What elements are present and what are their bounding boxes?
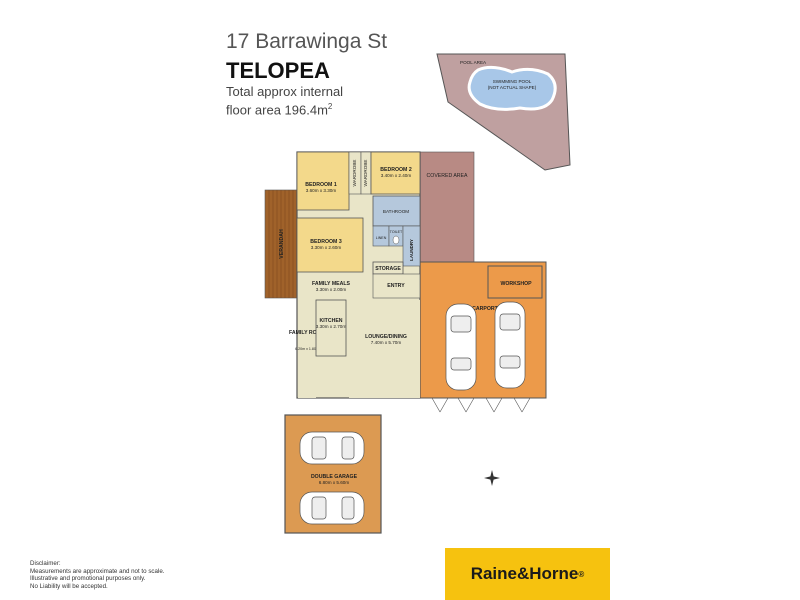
bedroom1-label: BEDROOM 1 xyxy=(305,182,337,188)
covered-area-shape xyxy=(419,151,475,263)
bedroom2-dims: 3.40m x 2.40m xyxy=(381,173,412,178)
bedroom1-shape xyxy=(296,151,350,211)
swimming-pool xyxy=(467,65,557,111)
lounge-dining-label: LOUNGE/DINING xyxy=(365,334,407,340)
garage-car-icon-2 xyxy=(299,491,365,525)
property-header: 17 Barrawinga St TELOPEA Total approx in… xyxy=(226,30,446,117)
family-room-label: FAMILY ROOM xyxy=(289,330,325,336)
bedroom3-dims: 3.30m x 2.60m xyxy=(311,245,342,250)
floor-area-line2: floor area 196.4m2 xyxy=(226,99,446,117)
bathroom-shape xyxy=(372,195,421,227)
laundry-shape xyxy=(402,225,421,267)
garage-label: DOUBLE GARAGE xyxy=(311,474,358,480)
laundry-label: LAUNDRY xyxy=(409,239,414,261)
car-icon-1 xyxy=(445,303,477,391)
verandah-boards xyxy=(268,190,294,298)
storage-label: STORAGE xyxy=(375,266,401,272)
covered-area-label: COVERED AREA xyxy=(427,173,468,179)
garage-dims: 6.80m x 5.60m xyxy=(319,480,350,485)
disclaimer-line: Measurements are approximate and not to … xyxy=(30,567,165,575)
double-garage: DOUBLE GARAGE 6.80m x 5.60m xyxy=(284,414,382,534)
brand-name: Raine&Horne xyxy=(470,564,579,583)
floor-area-line1: Total approx internal xyxy=(226,84,344,99)
covered-area: COVERED AREA xyxy=(419,151,475,263)
bedroom2-shape xyxy=(370,151,421,195)
bedroom1-dims: 3.60m x 3.30m xyxy=(306,188,337,193)
pool-area-label: POOL AREA xyxy=(460,60,487,65)
bathroom-label: BATHROOM xyxy=(383,209,409,214)
bedroom3-shape xyxy=(296,217,364,273)
garage-car-icon-1 xyxy=(299,431,365,465)
lounge-dining-dims: 7.40m x 5.70m xyxy=(371,340,402,345)
linen-label: LINEN xyxy=(376,236,387,240)
carport-label: CARPORT xyxy=(472,306,498,312)
main-house: BEDROOM 1 3.60m x 3.30m WARDROBE WARDROB… xyxy=(289,151,421,399)
disclaimer: Disclaimer: Measurements are approximate… xyxy=(30,560,250,590)
brand-logo: Raine&Horne® xyxy=(445,548,610,600)
lounge-dining-shape xyxy=(349,300,420,398)
wardrobe1-label: WARDROBE xyxy=(352,160,357,187)
verandah: VERANDAH xyxy=(264,189,298,299)
family-meals-dims: 3.30m x 2.00m xyxy=(316,287,347,292)
kitchen-shape xyxy=(315,299,347,357)
pool-area: POOL AREA SWIMMING POOL (NOT ACTUAL SHAP… xyxy=(436,53,571,171)
workshop-label: WORKSHOP xyxy=(500,281,532,287)
toilet-label: TOILET xyxy=(390,230,403,234)
bedroom3-label: BEDROOM 3 xyxy=(310,239,342,245)
car-icon-2 xyxy=(494,301,526,389)
kitchen-dims: 3.30m x 2.70m xyxy=(316,324,347,329)
brand-registered-mark: ® xyxy=(578,569,585,579)
family-meals-label: FAMILY MEALS xyxy=(312,281,351,287)
street-address: 17 Barrawinga St xyxy=(226,30,388,53)
carport-section: CARPORT WORKSHOP xyxy=(417,261,547,413)
disclaimer-line: Illustrative and promotional purposes on… xyxy=(30,575,146,583)
pool-label: SWIMMING POOL xyxy=(493,79,532,84)
family-room-shape xyxy=(298,296,316,398)
verandah-label: VERANDAH xyxy=(279,229,285,259)
bedroom2-label: BEDROOM 2 xyxy=(380,167,412,173)
entry-label: ENTRY xyxy=(387,283,405,289)
suburb-name: TELOPEA xyxy=(226,58,330,83)
pool-note: (NOT ACTUAL SHAPE) xyxy=(488,85,537,90)
toilet-icon xyxy=(392,235,400,245)
wardrobe2-label: WARDROBE xyxy=(363,160,368,187)
floor-area-text: floor area 196.4m xyxy=(226,102,328,118)
carport-doors xyxy=(431,397,531,413)
disclaimer-title: Disclaimer: xyxy=(30,560,61,567)
family-meals-shape xyxy=(308,274,354,294)
workshop-shape xyxy=(487,265,543,299)
kitchen-label: KITCHEN xyxy=(319,318,342,324)
compass-icon xyxy=(484,470,500,486)
area-unit-superscript: 2 xyxy=(327,102,333,111)
entry-shape xyxy=(372,273,421,299)
disclaimer-line: No Liability will be accepted. xyxy=(30,582,108,590)
family-room-dims: 6.20m x 1.80m xyxy=(295,347,319,351)
